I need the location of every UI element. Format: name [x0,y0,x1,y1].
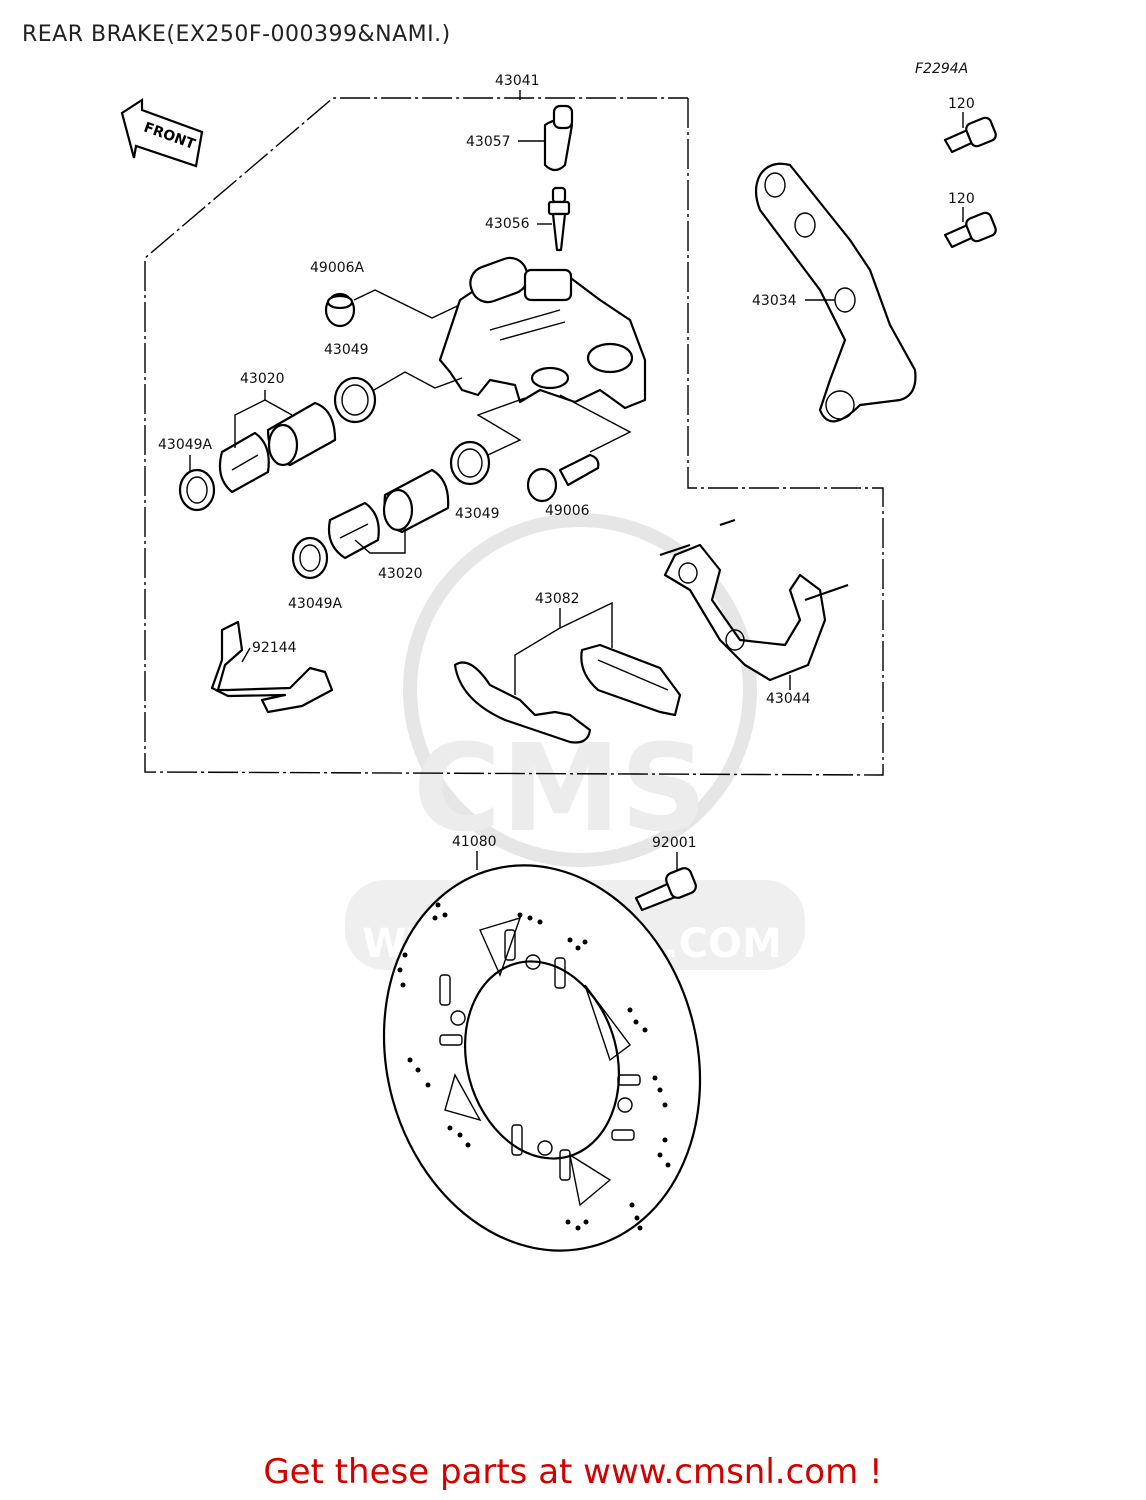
seal-43049-top-part [333,376,377,424]
seal-43049a-left-part [178,468,216,512]
footer-cta[interactable]: Get these parts at www.cmsnl.com ! [263,1452,883,1492]
piston-43020-bottom-part [327,468,450,560]
front-arrow-icon: FRONT [120,97,204,168]
bleed-valve-part [547,186,571,252]
brake-pads-43082-part [453,643,682,744]
slide-pin-49006-part [526,453,600,503]
label-41080: 41080 [452,834,497,850]
pad-spring-92144-part [210,620,334,714]
seal-43049a-bottom-part [291,536,329,580]
label-120-bottom: 120 [948,191,975,207]
label-43041: 43041 [495,73,540,89]
brake-disc-41080-part [382,864,702,1252]
caliper-body-part [438,256,647,410]
label-43049-mid: 43049 [455,506,500,522]
label-92144: 92144 [252,640,297,656]
label-120-top: 120 [948,96,975,112]
label-49006a: 49006A [310,260,365,276]
label-43034: 43034 [752,293,797,309]
seal-43049-mid-part [449,440,491,486]
label-43020-top: 43020 [240,371,285,387]
label-43044: 43044 [766,691,811,707]
bolt-120-top-part [943,116,997,154]
torque-link-43034-part [754,162,917,423]
figure-code: F2294A [915,61,968,77]
boot-49006a-part [324,292,356,328]
label-43057: 43057 [466,134,511,150]
label-43082: 43082 [535,591,580,607]
caliper-bracket-43044-part [659,518,849,682]
label-43056: 43056 [485,216,530,232]
label-43049a-left: 43049A [158,437,213,453]
bolt-120-bottom-part [943,211,997,249]
label-43020-bottom: 43020 [378,566,423,582]
label-92001: 92001 [652,835,697,851]
watermark-logo-text: CMS [413,720,707,859]
label-43049a-bottom: 43049A [288,596,343,612]
assembly-boundary-box [144,97,884,776]
bleed-cap-part [543,104,574,172]
disc-bolt-92001-part [634,867,697,912]
page-title: REAR BRAKE(EX250F-000399&NAMI.) [22,22,451,47]
label-49006: 49006 [545,503,590,519]
piston-43020-top-part [218,401,337,494]
label-43049-top: 43049 [324,342,369,358]
